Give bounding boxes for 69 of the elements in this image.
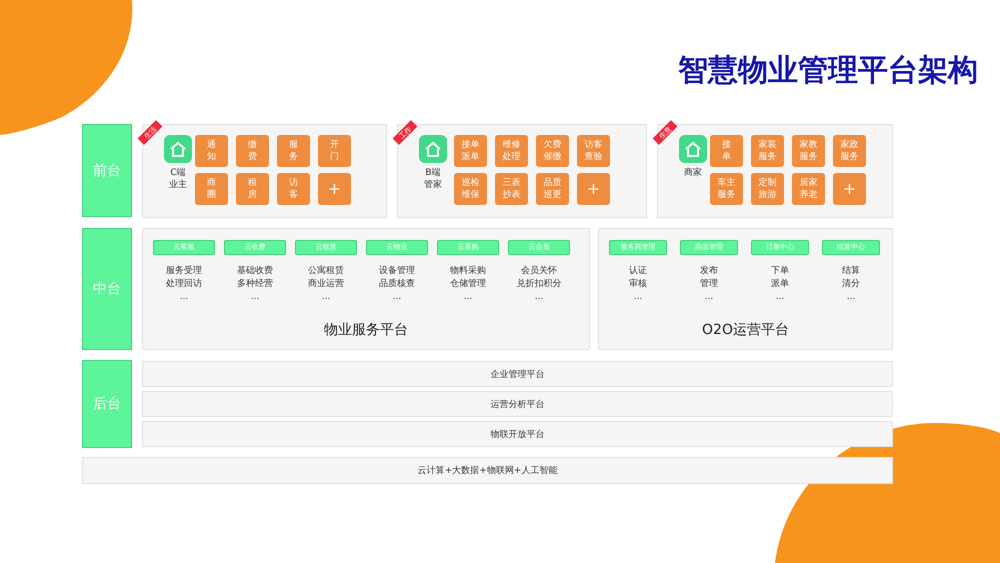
description-text: 品质核查: [378, 278, 416, 290]
function-tile: 接单派单: [454, 135, 487, 167]
function-tile: 缴费: [236, 135, 269, 167]
function-tile: 开门: [318, 135, 351, 167]
function-tile: 欠费催缴: [536, 135, 569, 167]
platform-bar: 云计算+大数据+物联网+人工智能: [82, 457, 893, 484]
description-text: 发布: [699, 265, 719, 277]
layer-label: 前台: [82, 124, 132, 217]
function-tile: 巡检维保: [454, 173, 487, 205]
function-tile: 家政服务: [833, 135, 866, 167]
description-text: 仓储管理: [449, 278, 487, 290]
description-text: 处理回访: [165, 278, 203, 290]
description-text: ...: [178, 291, 190, 303]
layer-label: 后台: [82, 360, 132, 448]
description-text: 兑折扣积分: [516, 278, 562, 290]
function-tile: +: [833, 173, 866, 205]
function-tile: 服务: [277, 135, 310, 167]
description-text: ...: [250, 291, 260, 303]
function-tile: 接单: [710, 135, 743, 167]
function-tile: 访客查验: [577, 135, 610, 167]
description-text: 多种经营: [236, 278, 274, 290]
description-text: 基础收费: [236, 265, 274, 277]
description-text: 管理: [699, 278, 719, 290]
description-text: 服务受理: [165, 265, 203, 277]
layer-label: 中台: [82, 228, 132, 350]
description-text: ...: [320, 291, 332, 303]
description-text: 审核: [628, 278, 648, 290]
function-tile: 商圈: [195, 173, 228, 205]
function-tile: 访客: [277, 173, 310, 205]
description-text: ...: [774, 291, 786, 303]
description-text: ...: [632, 291, 644, 303]
description-text: 认证: [628, 265, 648, 277]
function-tile: 车主服务: [710, 173, 743, 205]
description-text: ...: [462, 291, 474, 303]
platform-panel: [142, 228, 590, 350]
function-tile: 家教服务: [792, 135, 825, 167]
function-tile: +: [318, 173, 351, 205]
description-text: 物料采购: [449, 265, 487, 277]
platform-panel: [598, 228, 893, 350]
description-text: ...: [704, 291, 714, 303]
app-name: C端业主: [168, 167, 188, 191]
description-text: 公寓租赁: [307, 265, 345, 277]
function-tile: 通知: [195, 135, 228, 167]
function-tile: 居家养老: [792, 173, 825, 205]
description-text: ...: [534, 291, 544, 303]
function-tile: 家装服务: [751, 135, 784, 167]
description-text: 派单: [770, 278, 790, 290]
platform-bar: 物联开放平台: [142, 421, 893, 447]
app-name: B端管家: [423, 167, 443, 191]
platform-title: 物业服务平台: [323, 321, 409, 339]
description-text: 会员关怀: [520, 265, 558, 277]
description-text: 清分: [841, 278, 861, 290]
function-tile: 品质巡更: [536, 173, 569, 205]
function-tile: 维修处理: [495, 135, 528, 167]
function-tile: 定制旅游: [751, 173, 784, 205]
app-name: 商家: [683, 167, 703, 179]
function-tile: 三表抄表: [495, 173, 528, 205]
description-text: 设备管理: [378, 265, 416, 277]
platform-bar: 企业管理平台: [142, 361, 893, 387]
description-text: ...: [392, 291, 402, 303]
description-text: 商业运营: [307, 278, 345, 290]
description-text: 下单: [770, 265, 790, 277]
platform-title: O2O运营平台: [701, 321, 790, 339]
description-text: ...: [846, 291, 856, 303]
description-text: 结算: [841, 265, 861, 277]
function-tile: +: [577, 173, 610, 205]
page-title: 智慧物业管理平台架构: [678, 52, 978, 90]
function-tile: 租房: [236, 173, 269, 205]
platform-bar: 运营分析平台: [142, 391, 893, 417]
